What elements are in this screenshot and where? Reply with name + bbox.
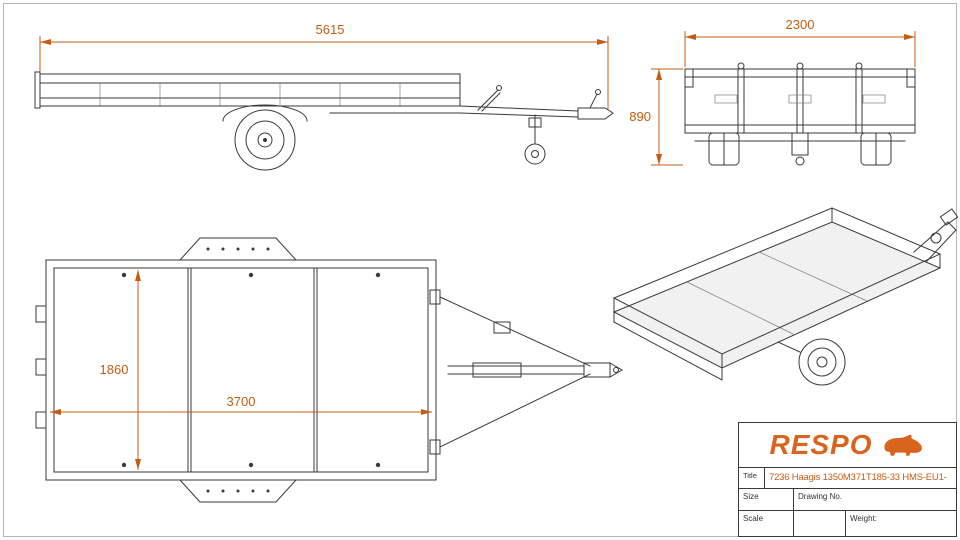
title-label: Title: [739, 468, 765, 488]
iso-drawbar: [913, 208, 959, 263]
respo-boar-icon: [883, 434, 922, 456]
top-view-trailer: [35, 237, 623, 503]
rear-coupling: [791, 132, 809, 166]
isometric-view-drawing: [612, 207, 959, 386]
scale-value-cell: [794, 511, 846, 536]
iso-wheel: [777, 338, 846, 386]
side-view-drawing: 5615: [34, 22, 614, 171]
drawing-frame: [3, 3, 957, 537]
dimension-1860: 1860: [100, 270, 141, 470]
handbrake-lever: [477, 85, 502, 112]
dim-label-side-length: 5615: [316, 22, 345, 37]
coupler: [577, 89, 614, 120]
rear-left-wheel: [708, 132, 740, 166]
rear-view-drawing: 2300 890: [629, 17, 916, 166]
side-view-trailer: [34, 71, 614, 171]
dim-label-rear-height: 890: [629, 109, 651, 124]
size-label: Size: [739, 489, 794, 510]
dim-label-inner-width: 1860: [100, 362, 129, 377]
dim-label-overall-width: 2300: [786, 17, 815, 32]
title-block: RESPO Title 7236 Haagis 1350M371T185-33 …: [738, 422, 957, 537]
coupler-plan: [583, 362, 623, 378]
title-value: 7236 Haagis 1350M371T185-33 HMS-EU1-: [769, 472, 947, 483]
fender: [222, 104, 308, 122]
respo-logo-text: RESPO: [769, 429, 873, 460]
scale-row: Scale Weight:: [739, 510, 956, 536]
dimension-5615: 5615: [39, 22, 609, 110]
jockey-wheel: [524, 114, 546, 165]
wheel: [234, 109, 296, 171]
scale-label: Scale: [739, 511, 794, 536]
rear-right-wheel: [860, 132, 892, 166]
title-row: Title 7236 Haagis 1350M371T185-33 HMS-EU…: [739, 467, 956, 488]
size-row: Size Drawing No.: [739, 488, 956, 510]
dimension-890: 890: [629, 68, 683, 166]
respo-logo: RESPO: [739, 423, 956, 467]
drawing-no-label: Drawing No.: [798, 492, 843, 501]
weight-label: Weight:: [850, 514, 877, 523]
isometric-trailer: [612, 207, 959, 386]
top-view-drawing: 1860 3700: [35, 237, 623, 503]
dimension-3700: 3700: [50, 394, 432, 415]
drawbar: [429, 289, 591, 455]
rear-view-trailer: [684, 62, 916, 166]
dimension-2300: 2300: [684, 17, 916, 67]
dim-label-bed-length: 3700: [227, 394, 256, 409]
